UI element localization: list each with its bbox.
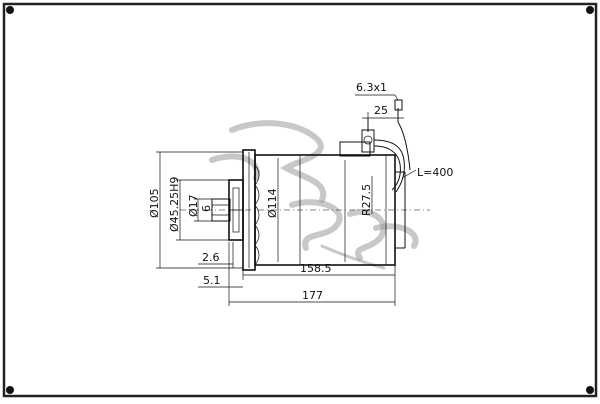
corner-mark-tr — [586, 6, 594, 14]
dim-shaft-dia: Ø17 — [187, 194, 212, 222]
dim-terminal-offset-label: 25 — [374, 104, 388, 117]
dim-housing-dia-label: Ø114 — [266, 188, 279, 218]
dim-radius: R27.5 — [360, 176, 373, 216]
dim-flange-dia: Ø105 — [148, 151, 243, 269]
dim-shaft-flat-label: 6 — [200, 205, 213, 212]
dim-cable-length-label: L=400 — [417, 166, 453, 179]
dim-overall-length-label: 177 — [302, 289, 323, 302]
dim-body-length: 158.5 — [242, 262, 396, 306]
dim-pilot-dia-label: Ø45.25H9 — [168, 177, 181, 232]
frame-border — [2, 2, 598, 398]
dim-shaft-flat: 6 — [200, 205, 213, 215]
corner-mark-bl — [6, 386, 14, 394]
dim-flange-dia-label: Ø105 — [148, 188, 161, 218]
terminal-block — [339, 118, 375, 157]
dim-terminal-offset: 25 — [362, 104, 404, 122]
dim-flange-step: 2.6 — [198, 242, 234, 306]
dim-housing-dia: Ø114 — [266, 158, 279, 262]
dim-shaft-dia-label: Ø17 — [187, 194, 200, 217]
dim-pilot-dia: Ø45.25H9 — [168, 177, 229, 241]
dim-overall-length: 177 — [229, 289, 395, 303]
dim-terminal: 6.3x1 — [355, 81, 399, 101]
dim-flange-step-label: 2.6 — [202, 251, 220, 264]
dim-terminal-label: 6.3x1 — [356, 81, 387, 94]
dim-flange-thickness-label: 5.1 — [203, 274, 221, 287]
dim-flange-thickness: 5.1 — [198, 274, 243, 288]
dim-radius-label: R27.5 — [360, 184, 373, 216]
dim-cable-length: L=400 — [401, 166, 453, 179]
dim-body-length-label: 158.5 — [300, 262, 332, 275]
corner-mark-tl — [6, 6, 14, 14]
corner-mark-br — [586, 386, 594, 394]
